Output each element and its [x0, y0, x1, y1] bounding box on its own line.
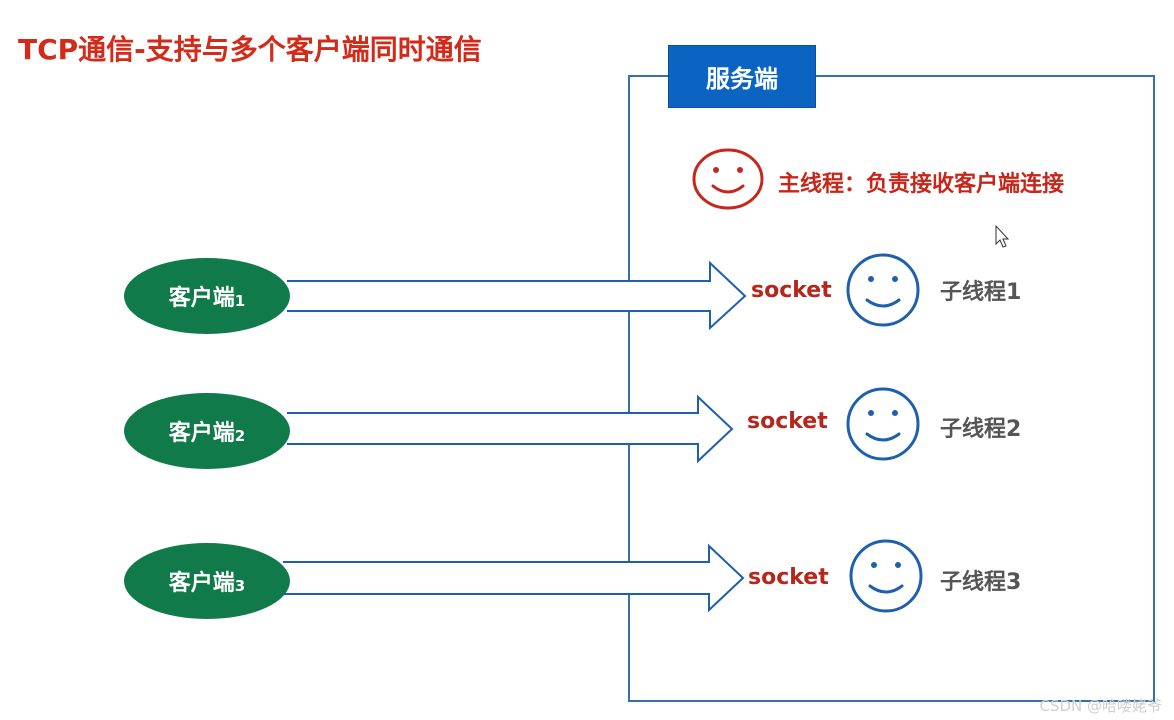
sub-thread-smiley-icon-3 — [849, 539, 923, 613]
socket-label-3: socket — [748, 565, 829, 590]
server-label: 服务端 — [668, 45, 816, 108]
sub-thread-label-3: 子线程3 — [940, 570, 1022, 595]
connection-arrow-2 — [287, 394, 734, 464]
sub-thread-smiley-icon-2 — [846, 387, 920, 461]
client-name: 客户端 — [168, 421, 235, 446]
client-name: 客户端 — [168, 571, 235, 596]
client-index: 2 — [234, 427, 246, 445]
watermark: CSDN @哈喽姥爷 — [1039, 697, 1162, 715]
mouse-cursor-icon — [995, 224, 1010, 248]
socket-label-2: socket — [747, 409, 828, 434]
main-thread-smiley-icon — [692, 148, 764, 210]
diagram-title: TCP通信-支持与多个客户端同时通信 — [18, 33, 482, 66]
server-container — [628, 75, 1155, 702]
client-name: 客户端 — [168, 286, 235, 311]
sub-thread-smiley-icon-1 — [846, 253, 920, 327]
connection-arrow-3 — [283, 543, 745, 613]
client-index: 1 — [234, 292, 246, 310]
main-thread-label: 主线程：负责接收客户端连接 — [778, 172, 1065, 197]
sub-thread-label-2: 子线程2 — [940, 417, 1022, 442]
sub-thread-label-1: 子线程1 — [940, 280, 1022, 305]
socket-label-1: socket — [751, 278, 832, 303]
client-index: 3 — [234, 577, 246, 595]
connection-arrow-1 — [287, 260, 747, 331]
